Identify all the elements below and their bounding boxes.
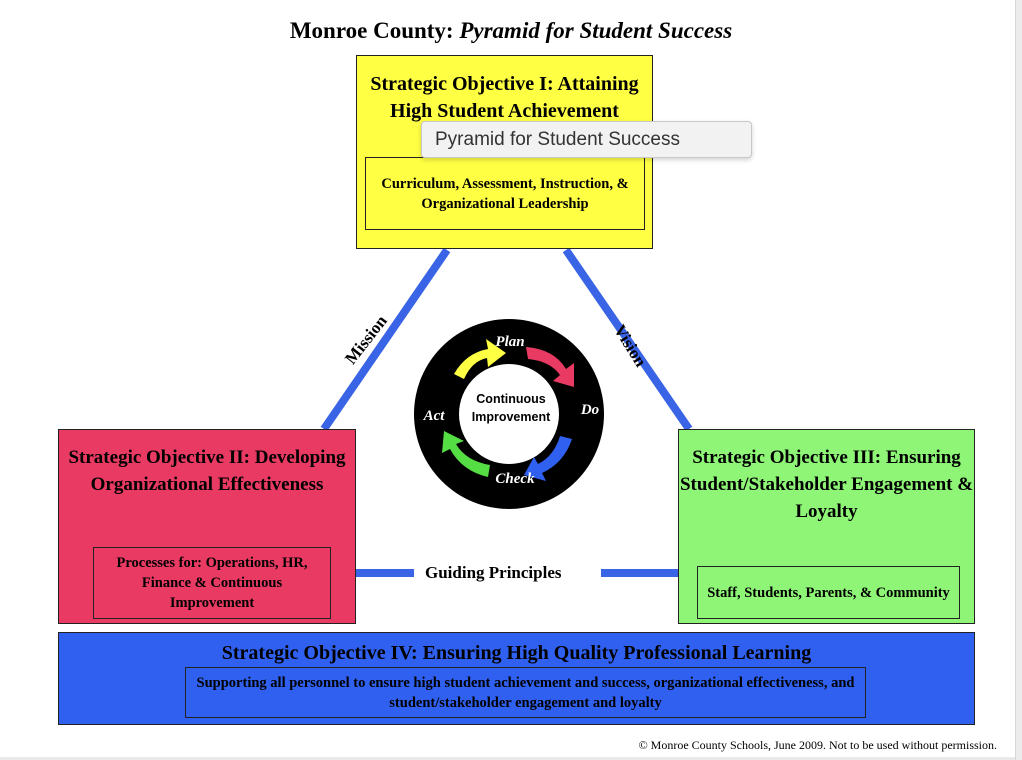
tooltip: Pyramid for Student Success [421, 121, 752, 158]
cycle-step-plan: Plan [495, 334, 524, 350]
cycle-step-act: Act [423, 408, 446, 424]
cycle-step-do: Do [580, 402, 599, 418]
objective-four-detail: Supporting all personnel to ensure high … [185, 667, 866, 718]
mission-connector [320, 247, 451, 432]
guiding-principles-label: Guiding Principles [425, 563, 562, 582]
title-main: Monroe County: [289, 18, 454, 43]
copyright-notice: © Monroe County Schools, June 2009. Not … [638, 738, 997, 752]
vision-connector [562, 247, 693, 432]
objective-three-heading: Strategic Objective III: Ensuring Studen… [679, 447, 974, 522]
continuous-improvement-cycle: Plan Do Check Act Continuous Improvement [414, 319, 604, 509]
objective-three-detail: Staff, Students, Parents, & Community [697, 566, 960, 619]
objective-one-heading: Strategic Objective I: Attaining High St… [370, 73, 639, 122]
objective-four-heading: Strategic Objective IV: Ensuring High Qu… [221, 642, 812, 664]
objective-one-detail: Curriculum, Assessment, Instruction, & O… [365, 157, 645, 230]
act-arrow-icon [442, 431, 490, 477]
title-subtitle: Pyramid for Student Success [459, 18, 733, 43]
cycle-center-line2: Improvement [472, 410, 551, 424]
objective-two-detail: Processes for: Operations, HR, Finance &… [93, 547, 331, 619]
scrollbar-track[interactable] [1015, 0, 1022, 760]
objective-four-box: Strategic Objective IV: Ensuring High Qu… [58, 632, 975, 725]
page-title: Monroe County: Pyramid for Student Succe… [0, 18, 1022, 44]
objective-two-heading: Strategic Objective II: Developing Organ… [68, 447, 346, 495]
plan-arrow-icon [454, 339, 506, 379]
objective-two-box: Strategic Objective II: Developing Organ… [58, 429, 356, 624]
cycle-step-check: Check [495, 471, 535, 487]
cycle-center-line1: Continuous [476, 392, 545, 406]
objective-three-box: Strategic Objective III: Ensuring Studen… [678, 429, 975, 624]
check-arrow-icon [524, 436, 572, 481]
window-bottom-edge [0, 757, 1015, 760]
cycle-center [459, 364, 559, 464]
do-arrow-icon [526, 347, 574, 387]
